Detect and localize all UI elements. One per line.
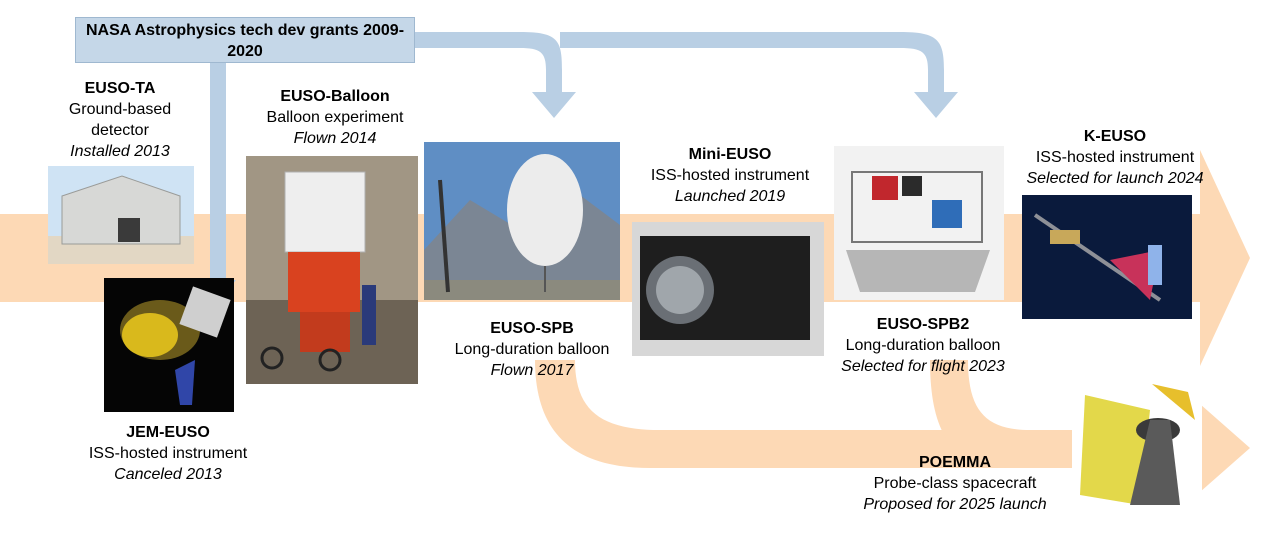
mission-name: EUSO-Balloon [280,88,390,105]
mission-status: Installed 2013 [70,143,170,160]
label-euso-balloon: EUSO-Balloon Balloon experiment Flown 20… [250,86,420,149]
label-euso-spb: EUSO-SPB Long-duration balloon Flown 201… [432,318,632,381]
grants-banner-line1: NASA Astrophysics tech dev grants [85,22,359,39]
spb2-branch-arrow [930,360,1060,468]
grant-arrow-to-spb [410,32,576,118]
mission-desc: ISS-hosted instrument [650,167,810,184]
mission-name: POEMMA [919,454,991,471]
euso-balloon-photo [246,156,418,384]
mission-name: EUSO-SPB [490,320,574,337]
timeline-arrow [0,150,1250,366]
euso-ta-photo [48,166,194,264]
label-mini-euso: Mini-EUSO ISS-hosted instrument Launched… [630,144,830,207]
poemma-photo [1072,376,1202,518]
mission-desc-2: detector [91,122,149,139]
mission-name: Mini-EUSO [688,146,772,163]
grant-arrow-to-spb2 [560,32,958,118]
mission-status: Flown 2017 [490,362,574,379]
mission-desc: Long-duration balloon [845,337,1001,354]
mission-name: EUSO-SPB2 [876,316,970,333]
mission-name: EUSO-TA [84,80,156,97]
poemma-branch-arrow [535,360,1250,492]
grants-banner: NASA Astrophysics tech dev grants 2009-2… [75,17,415,63]
mini-euso-photo [632,222,824,356]
mission-desc: Balloon experiment [266,109,404,126]
mission-desc: ISS-hosted instrument [1035,149,1195,166]
euso-spb-photo [424,142,620,300]
mission-status: Proposed for 2025 launch [863,496,1047,513]
mission-desc: Ground-based [68,101,172,118]
mission-status: Canceled 2013 [114,466,222,483]
mission-name: K-EUSO [1083,128,1147,145]
mission-desc: Long-duration balloon [454,341,610,358]
mission-desc: Probe-class spacecraft [873,475,1037,492]
mission-desc: ISS-hosted instrument [88,445,248,462]
label-euso-ta: EUSO-TA Ground-based detector Installed … [60,78,180,162]
grant-arrow-down-jem [200,60,236,304]
label-poemma: POEMMA Probe-class spacecraft Proposed f… [845,452,1065,515]
label-jem-euso: JEM-EUSO ISS-hosted instrument Canceled … [68,422,268,485]
euso-spb2-photo [834,146,1004,300]
k-euso-photo [1022,195,1192,319]
label-k-euso: K-EUSO ISS-hosted instrument Selected fo… [1010,126,1220,189]
jem-euso-photo [104,278,234,412]
mission-status: Flown 2014 [293,130,377,147]
mission-status: Selected for launch 2024 [1026,170,1204,187]
grants-banner-line2: 2009-2020 [227,22,405,60]
mission-status: Launched 2019 [674,188,786,205]
label-euso-spb2: EUSO-SPB2 Long-duration balloon Selected… [818,314,1028,377]
mission-name: JEM-EUSO [126,424,210,441]
mission-status: Selected for flight 2023 [841,358,1005,375]
